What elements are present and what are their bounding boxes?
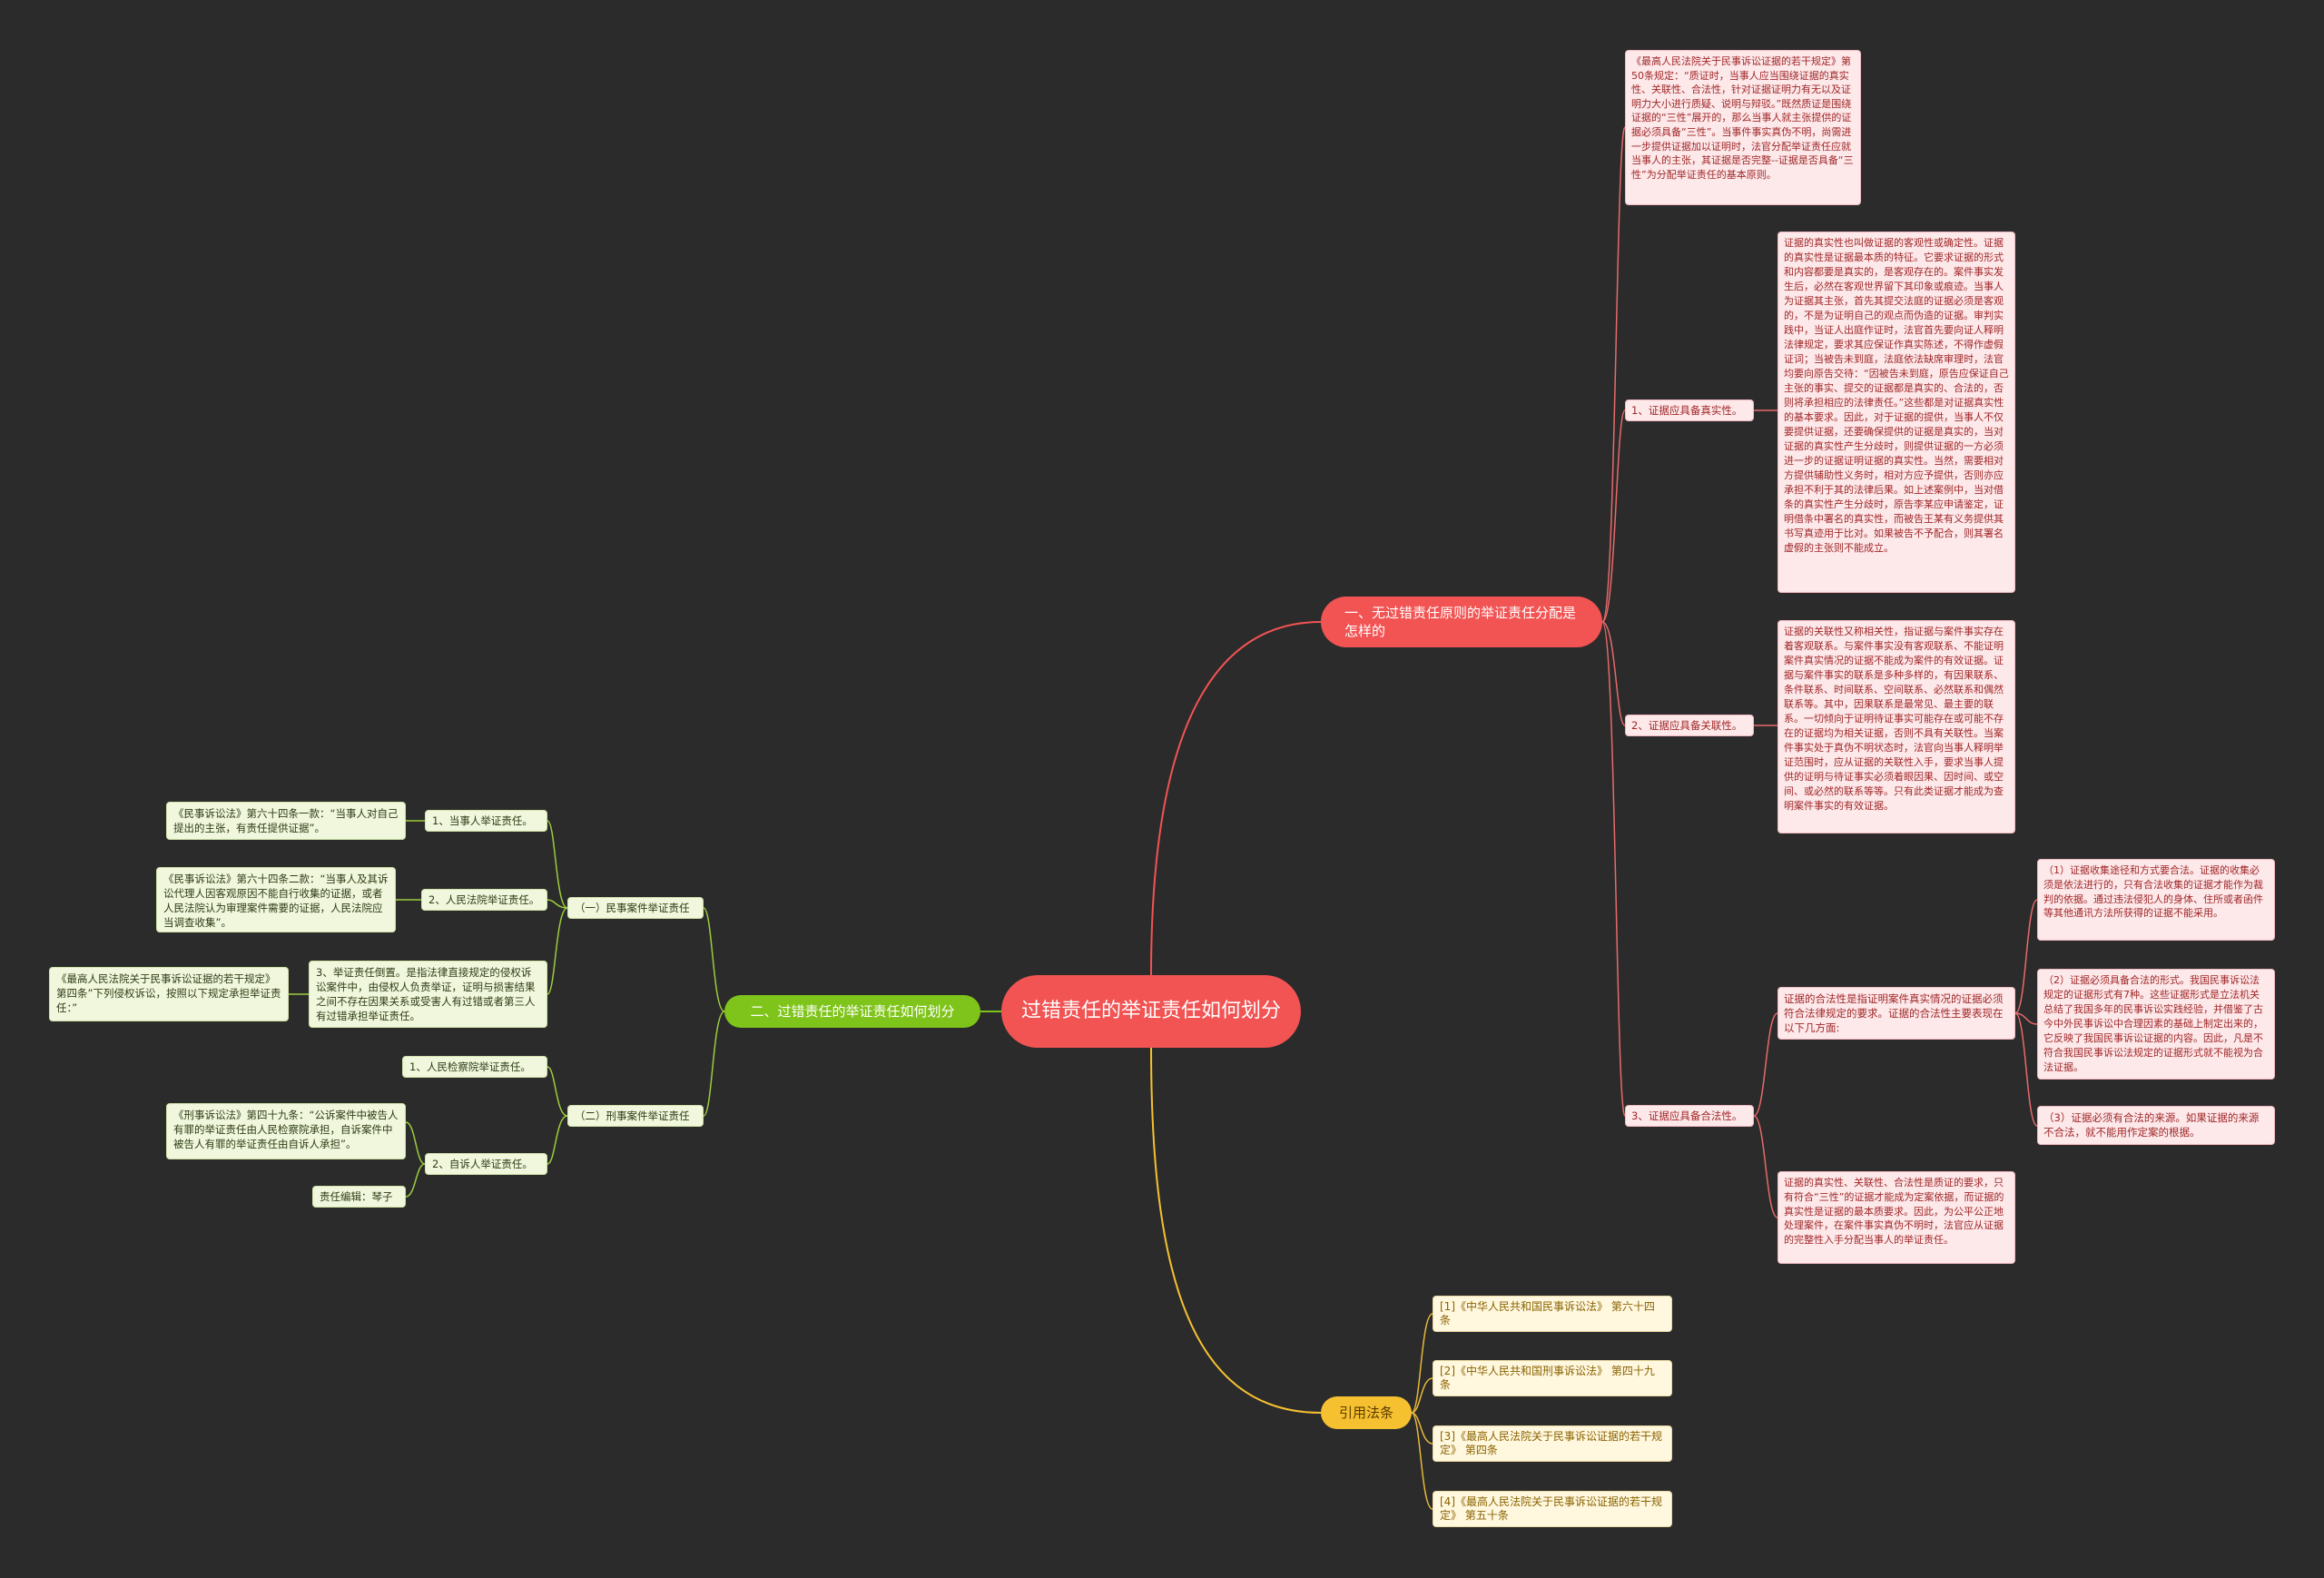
evidence-summary-note[interactable]: 证据的真实性、关联性、合法性是质证的要求，只有符合“三性”的证据才能成为定案依据… bbox=[1777, 1171, 2015, 1264]
branch-fault-burden[interactable]: 二、过错责任的举证责任如何划分 bbox=[724, 995, 980, 1028]
burden-inversion-law-note[interactable]: 《最高人民法院关于民事诉讼证据的若干规定》第四条”下列侵权诉讼，按照以下规定承担… bbox=[49, 967, 289, 1021]
evidence-rule-intro-note[interactable]: 《最高人民法院关于民事诉讼证据的若干规定》第50条规定：“质证时，当事人应当围绕… bbox=[1625, 50, 1861, 205]
legality-sub3-note[interactable]: （3）证据必须有合法的来源。如果证据的来源不合法，就不能用作定案的根据。 bbox=[2037, 1106, 2275, 1145]
cited-law-ref-4[interactable]: [4]《最高人民法院关于民事诉讼证据的若干规定》 第五十条 bbox=[1433, 1491, 1672, 1527]
party-burden-law-note[interactable]: 《民事诉讼法》第六十四条一款：“当事人对自己提出的主张，有责任提供证据”。 bbox=[166, 802, 406, 840]
branch-no-fault-title: 一、无过错责任原则的举证责任分配是怎样的 bbox=[1344, 605, 1577, 639]
relevance-label[interactable]: 2、证据应具备关联性。 bbox=[1625, 715, 1754, 736]
cited-law-ref-1[interactable]: [1]《中华人民共和国民事诉讼法》 第六十四条 bbox=[1433, 1296, 1672, 1332]
procuratorate-burden-label[interactable]: 1、人民检察院举证责任。 bbox=[402, 1056, 547, 1078]
root-topic[interactable]: 过错责任的举证责任如何划分 bbox=[1001, 975, 1301, 1048]
court-burden-law-note[interactable]: 《民事诉讼法》第六十四条二款：“当事人及其诉讼代理人因客观原因不能自行收集的证据… bbox=[156, 867, 396, 932]
criminal-law-note[interactable]: 《刑事诉讼法》第四十九条：“公诉案件中被告人有罪的举证责任由人民检察院承担，自诉… bbox=[166, 1103, 406, 1159]
cited-law-ref-3[interactable]: [3]《最高人民法院关于民事诉讼证据的若干规定》 第四条 bbox=[1433, 1425, 1672, 1462]
legality-intro-note[interactable]: 证据的合法性是指证明案件真实情况的证据必须符合法律规定的要求。证据的合法性主要表… bbox=[1777, 987, 2015, 1040]
party-burden-label[interactable]: 1、当事人举证责任。 bbox=[425, 810, 547, 832]
criminal-burden-label[interactable]: （二）刑事案件举证责任 bbox=[567, 1105, 704, 1127]
editor-credit: 责任编辑：琴子 bbox=[312, 1186, 406, 1208]
civil-burden-label[interactable]: （一）民事案件举证责任 bbox=[567, 897, 704, 919]
legality-label[interactable]: 3、证据应具备合法性。 bbox=[1625, 1105, 1754, 1127]
authenticity-detail-note[interactable]: 证据的真实性也叫做证据的客观性或确定性。证据的真实性是证据最本质的特征。它要求证… bbox=[1777, 232, 2015, 593]
court-burden-label[interactable]: 2、人民法院举证责任。 bbox=[421, 889, 547, 911]
branch-no-fault-principle[interactable]: 一、无过错责任原则的举证责任分配是怎样的 bbox=[1321, 597, 1602, 647]
branch-cited-laws[interactable]: 引用法条 bbox=[1321, 1396, 1412, 1429]
legality-sub1-note[interactable]: （1）证据收集途径和方式要合法。证据的收集必须是依法进行的，只有合法收集的证据才… bbox=[2037, 859, 2275, 941]
relevance-detail-note[interactable]: 证据的关联性又称相关性，指证据与案件事实存在着客观联系。与案件事实没有客观联系、… bbox=[1777, 620, 2015, 833]
cited-law-ref-2[interactable]: [2]《中华人民共和国刑事诉讼法》 第四十九条 bbox=[1433, 1360, 1672, 1396]
private-prosecutor-burden-label[interactable]: 2、自诉人举证责任。 bbox=[425, 1153, 547, 1175]
legality-sub2-note[interactable]: （2）证据必须具备合法的形式。我国民事诉讼法规定的证据形式有7种。这些证据形式是… bbox=[2037, 969, 2275, 1080]
burden-inversion-label[interactable]: 3、举证责任倒置。是指法律直接规定的侵权诉讼案件中，由侵权人负责举证，证明与损害… bbox=[309, 961, 547, 1028]
authenticity-label[interactable]: 1、证据应具备真实性。 bbox=[1625, 399, 1754, 421]
